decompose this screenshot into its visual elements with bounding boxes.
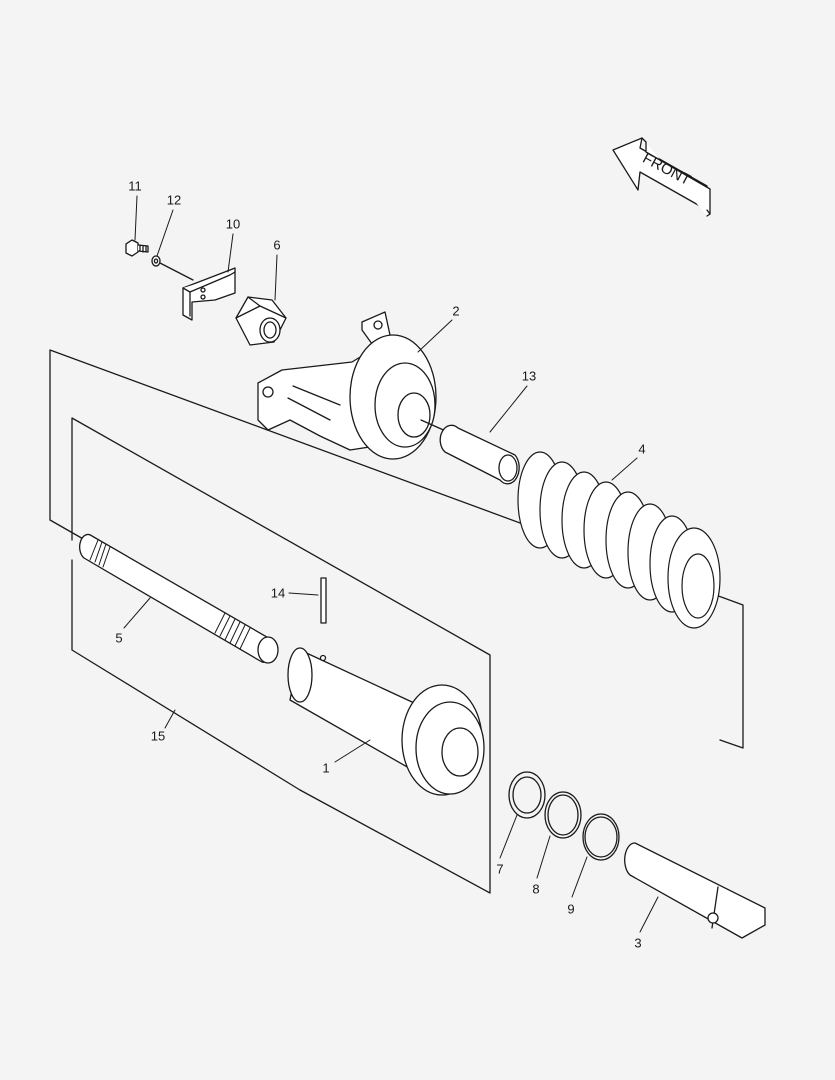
callout-1: 1 <box>322 760 330 776</box>
nut-6 <box>235 296 287 346</box>
ring-9 <box>582 813 620 861</box>
ring-7 <box>508 771 546 819</box>
callout-9: 9 <box>567 901 575 917</box>
callout-6: 6 <box>273 237 281 253</box>
leader-lines <box>123 195 659 933</box>
callout-14: 14 <box>270 585 286 601</box>
ring-8 <box>544 791 582 839</box>
callout-11: 11 <box>128 178 142 194</box>
callout-15: 15 <box>150 728 166 744</box>
shaft-5 <box>79 533 279 664</box>
callout-12: 12 <box>166 192 182 208</box>
callout-4: 4 <box>638 441 646 457</box>
bracket-housing-2 <box>257 311 437 460</box>
leader <box>159 262 194 281</box>
callout-10: 10 <box>225 216 241 232</box>
bracket-10 <box>182 267 236 321</box>
bushing-13 <box>439 424 520 485</box>
washer-12 <box>151 255 161 267</box>
idler-1 <box>287 647 485 796</box>
pin-14 <box>320 577 327 624</box>
callout-8: 8 <box>532 881 540 897</box>
callout-7: 7 <box>496 861 504 877</box>
callout-3: 3 <box>634 935 642 951</box>
bolt-11 <box>125 239 149 257</box>
spring-4 <box>517 451 721 629</box>
callout-13: 13 <box>521 368 537 384</box>
outer-assembly-frame <box>49 349 744 749</box>
inner-assembly-frame-15 <box>71 417 491 894</box>
callout-5: 5 <box>115 630 123 646</box>
front-arrow-icon: FRONT <box>612 137 711 217</box>
callout-2: 2 <box>452 303 460 319</box>
pin-3 <box>624 842 766 939</box>
